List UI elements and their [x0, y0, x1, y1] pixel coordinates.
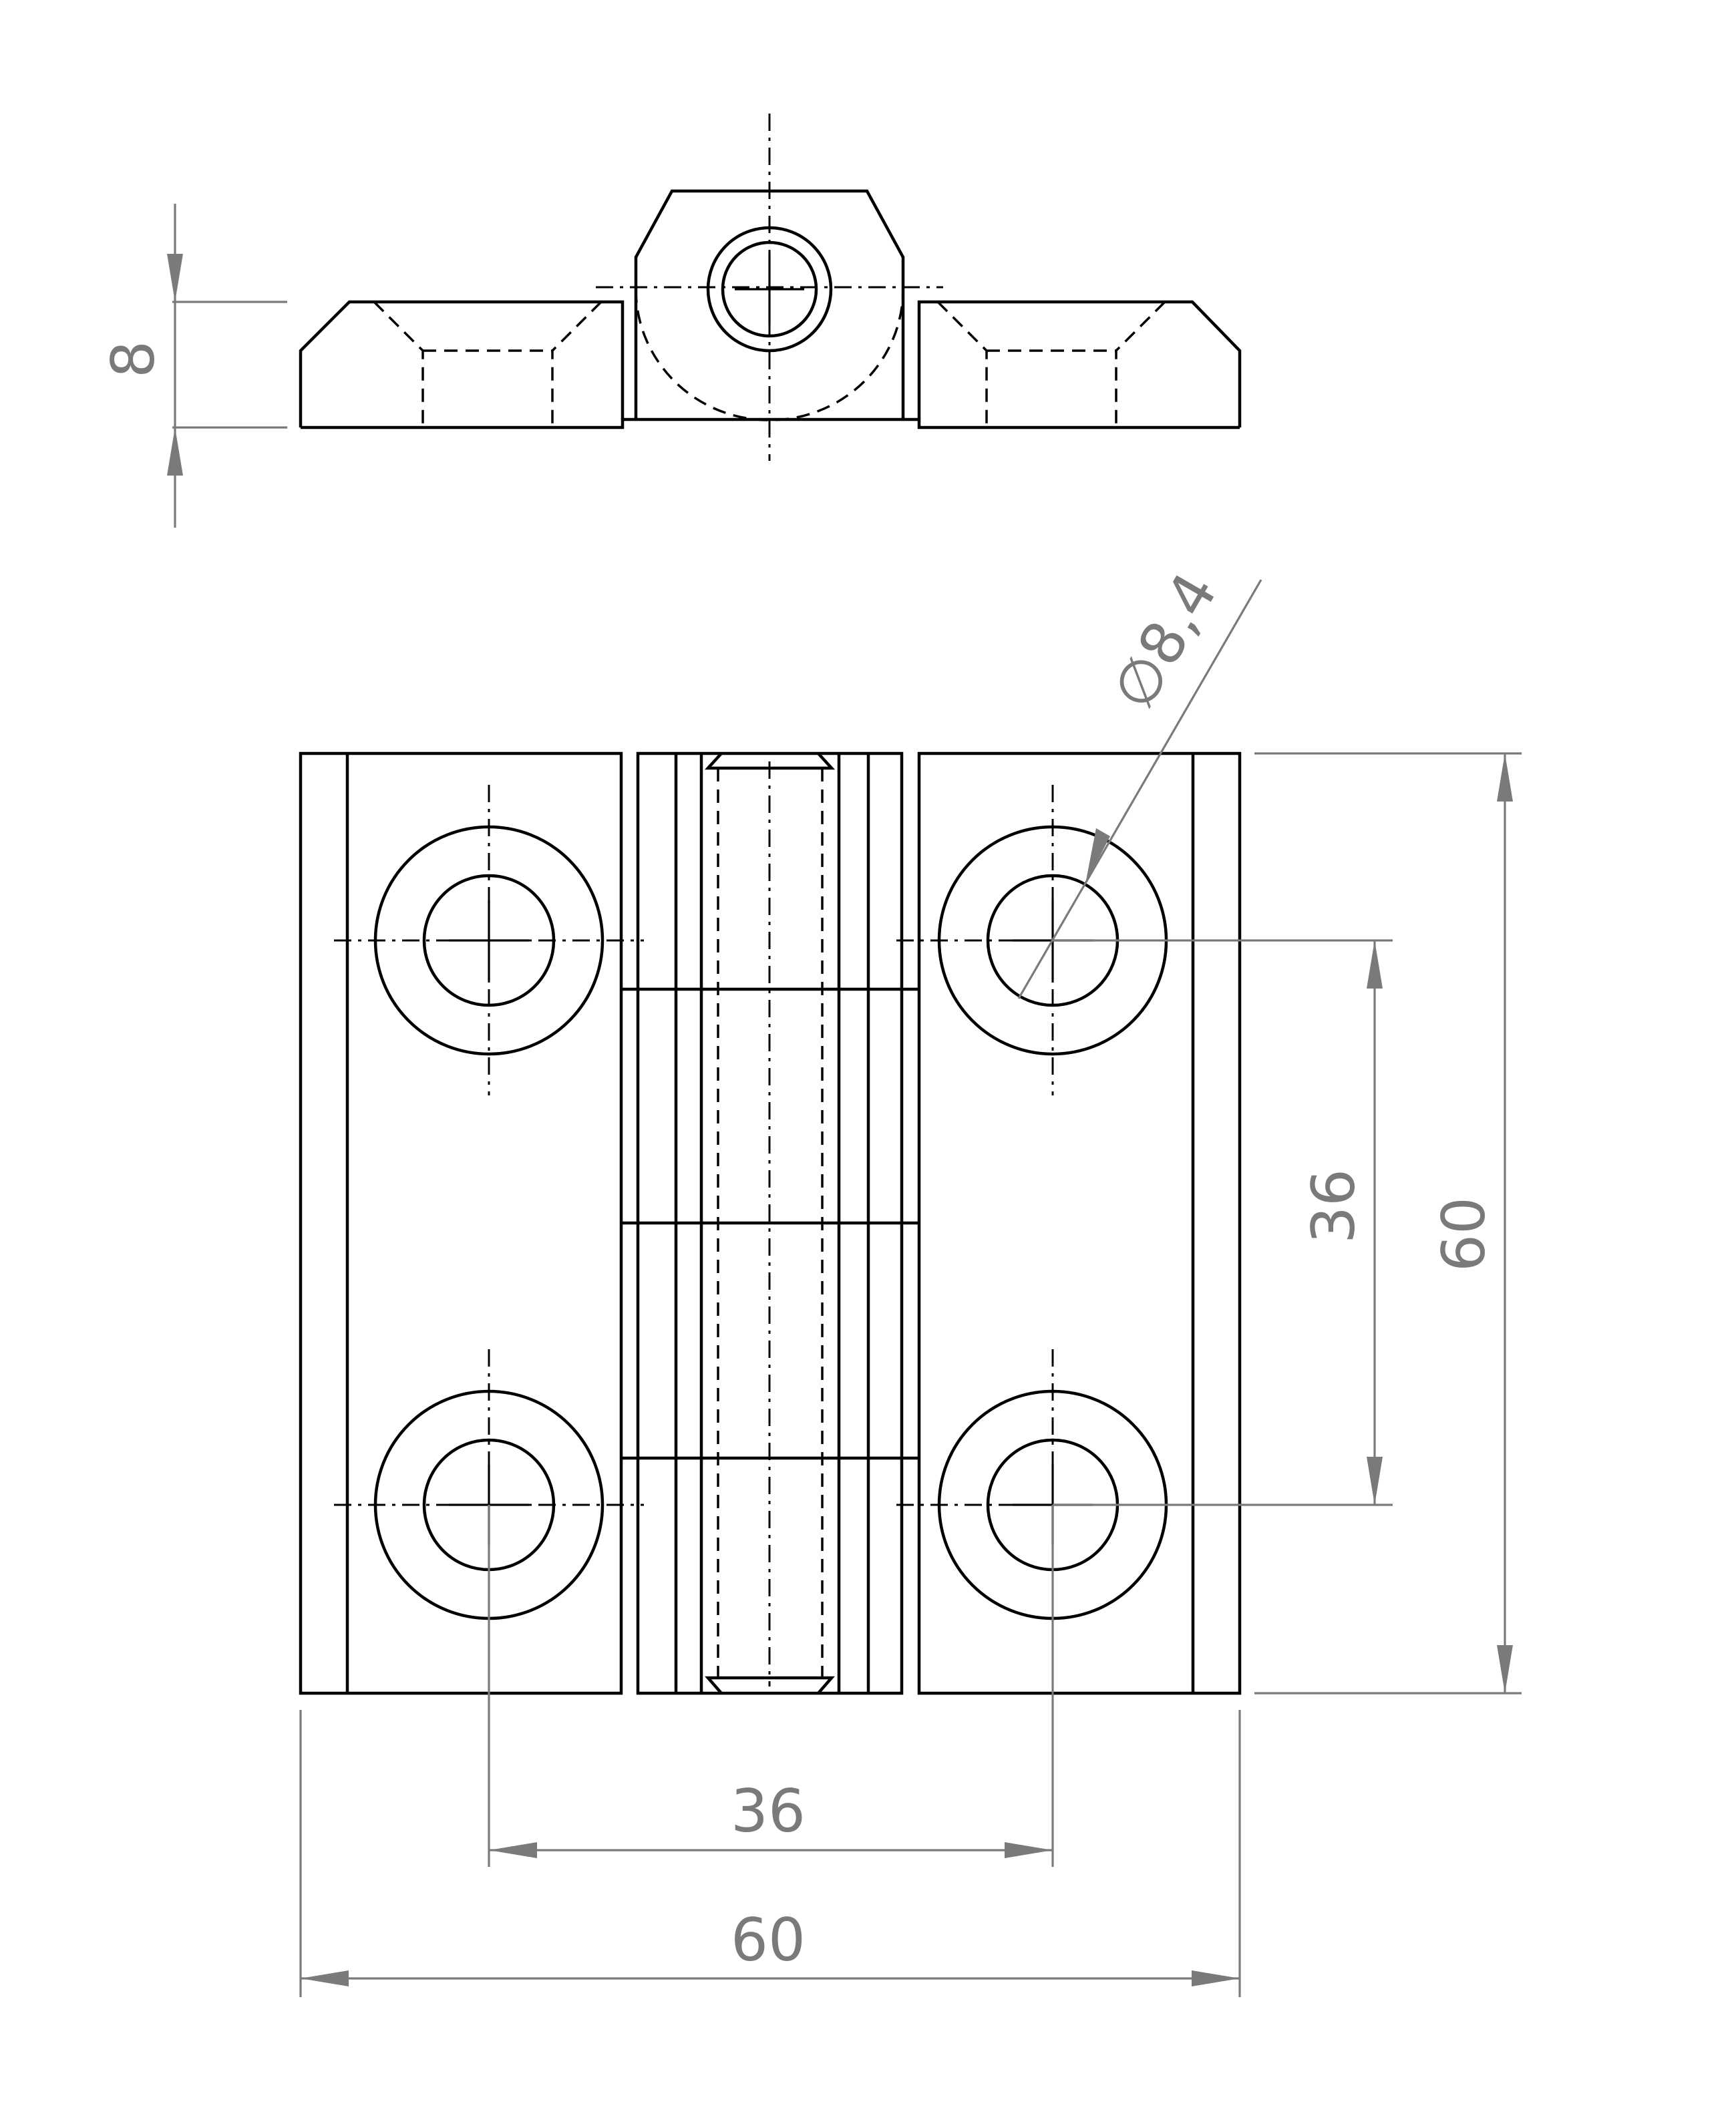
top-view-hidden-countersink-left [373, 301, 602, 427]
dimension-hole-spacing-vertical: 36 [1053, 939, 1393, 1506]
front-view-hidden-pin [620, 753, 920, 1693]
dimension-overall-height: 60 [1254, 752, 1522, 1695]
top-view-left-leaf [299, 300, 625, 427]
dimension-hole-diameter-label: ∅8,4 [1099, 561, 1231, 721]
top-view: 8 [99, 114, 1242, 528]
hole-centerlines [896, 1349, 1209, 1590]
hole-centerlines [334, 1349, 644, 1590]
top-view-base-line [301, 417, 1240, 429]
dimension-hole-spacing-horizontal-label: 36 [731, 1777, 806, 1845]
dimension-hole-spacing-horizontal: 36 [488, 1505, 1054, 1867]
dimension-thickness-label: 8 [99, 341, 168, 378]
front-view [299, 751, 1242, 1695]
top-view-hidden-countersink-right [936, 301, 1166, 427]
dimension-hole-spacing-vertical-label: 36 [1299, 1169, 1368, 1244]
dimension-thickness: 8 [99, 204, 287, 528]
dimension-overall-width-label: 60 [731, 1906, 806, 1974]
hole-top-left [334, 785, 644, 1095]
dimension-overall-height-label: 60 [1429, 1197, 1498, 1272]
dimension-hole-diameter: ∅8,4 [1017, 561, 1262, 999]
top-view-right-leaf [917, 300, 1242, 427]
dimension-overall-width: 60 [299, 1710, 1241, 1997]
top-view-hidden-knuckle-arc [635, 289, 904, 421]
